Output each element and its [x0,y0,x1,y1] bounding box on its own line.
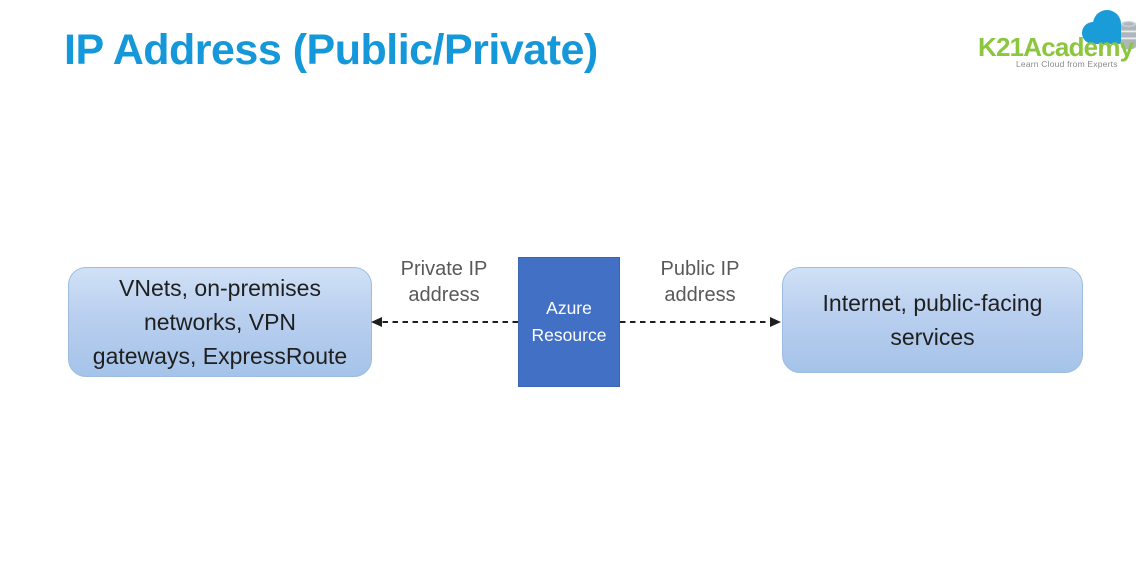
private-network-box: VNets, on-premises networks, VPN gateway… [68,267,372,377]
private-network-box-label: VNets, on-premises networks, VPN gateway… [92,275,348,369]
private-ip-arrow [371,317,518,327]
page-title: IP Address (Public/Private) [64,26,598,74]
public-ip-arrow [620,317,781,327]
cloud-database-icon [1082,10,1136,50]
azure-resource-box: Azure Resource [518,257,620,387]
internet-services-box-label: Internet, public-facing services [822,290,1043,350]
k21academy-logo: K21Academy Learn Cloud from Experts [978,5,1138,71]
logo-wordmark: K21Academy [978,32,1134,62]
private-ip-label: Private IP address [400,258,488,306]
database-stack-icon [1121,21,1136,50]
internet-services-box: Internet, public-facing services [782,267,1083,373]
azure-resource-box-label: Azure Resource [531,298,607,345]
public-ip-label: Public IP address [660,258,740,306]
logo-tagline: Learn Cloud from Experts [1016,59,1118,69]
